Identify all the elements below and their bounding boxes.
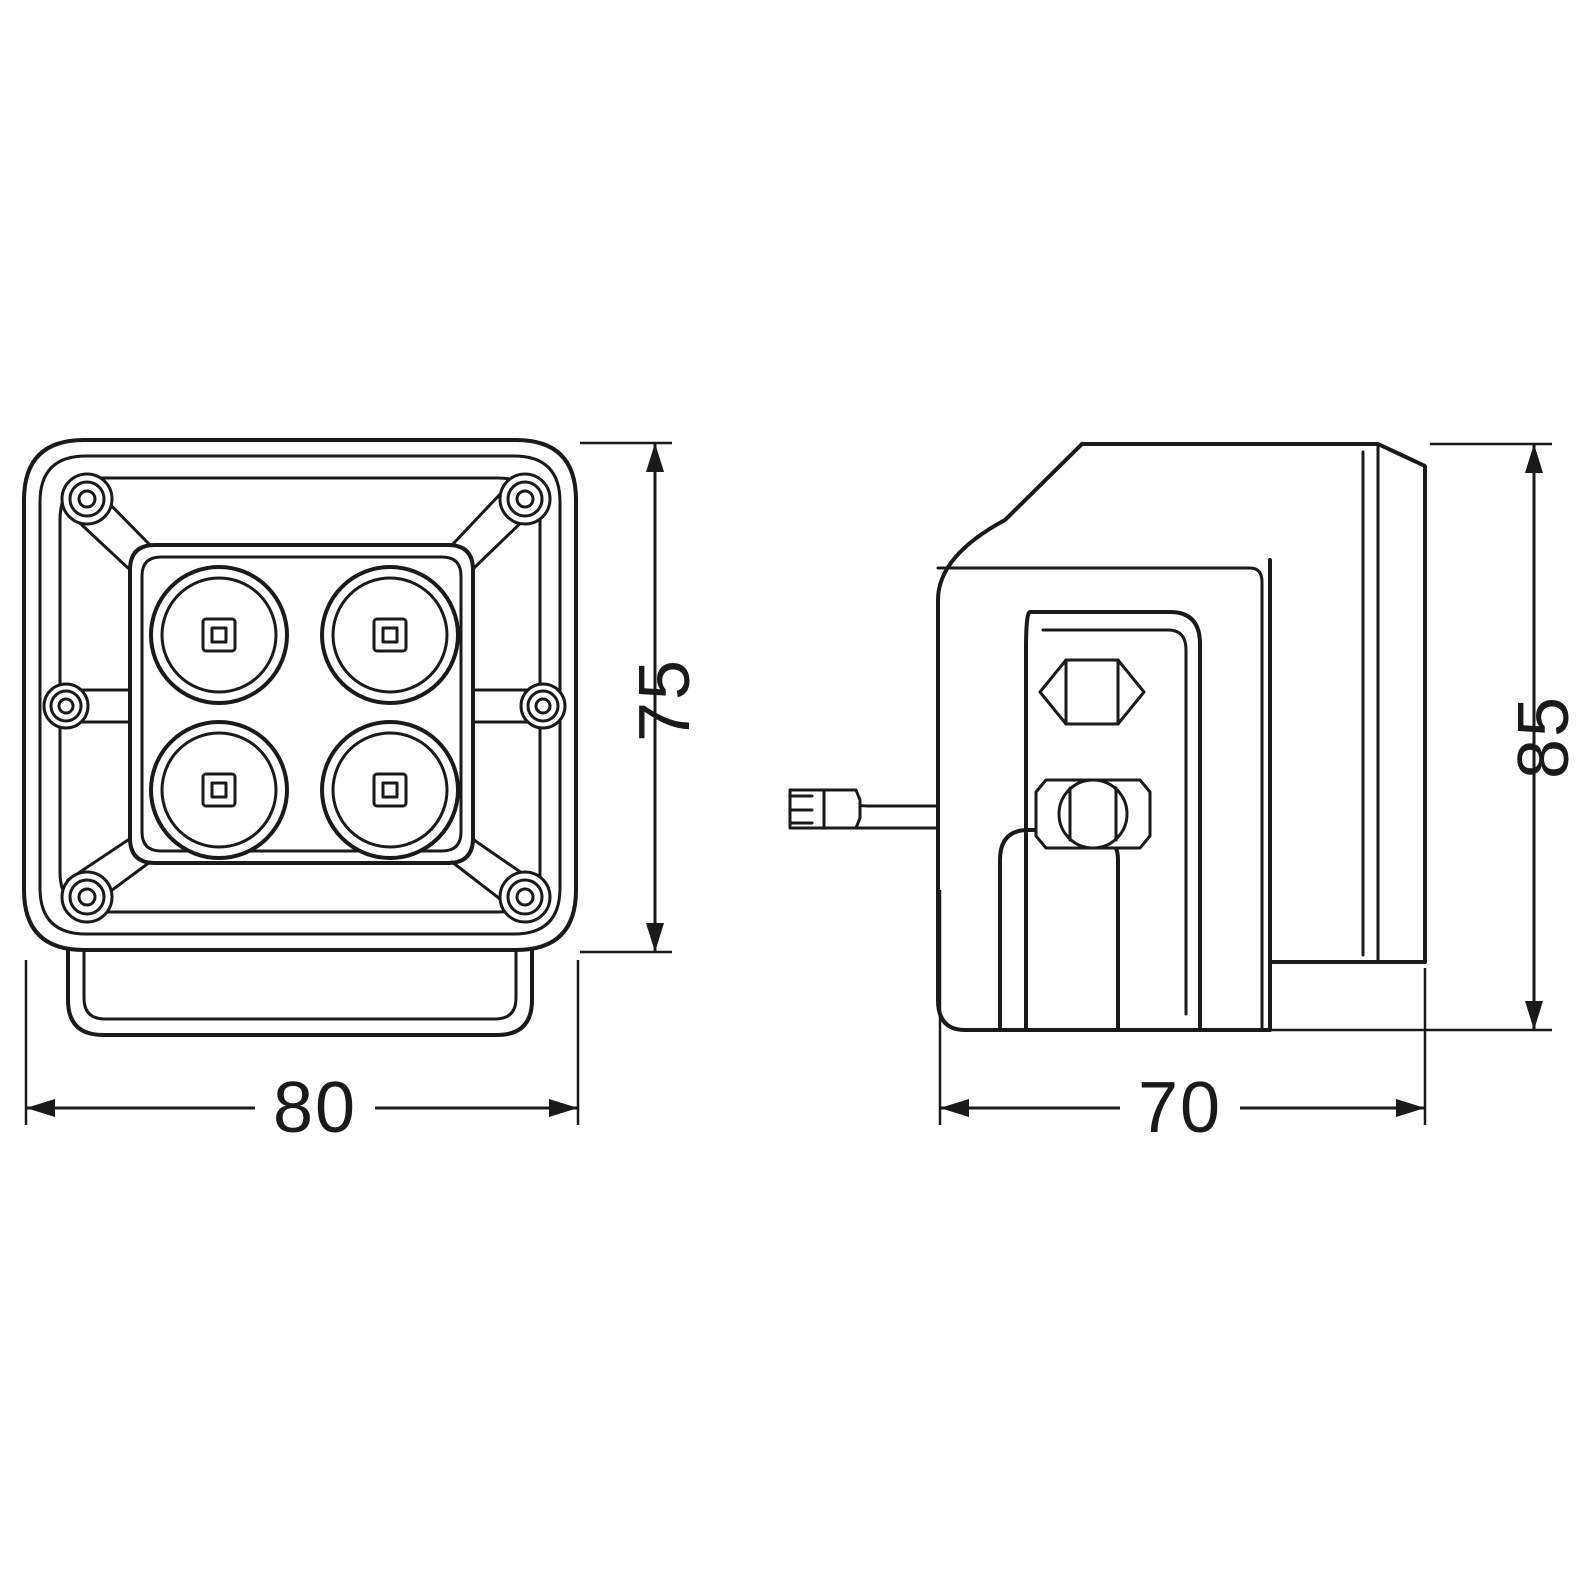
side-view	[788, 442, 1427, 1032]
side-bolt-lower	[1034, 778, 1152, 850]
led-top-left	[149, 565, 289, 705]
led-top-right	[320, 565, 460, 705]
screw-top-right	[498, 472, 552, 526]
screw-bottom-right	[498, 870, 552, 924]
dimension-height-side: 85	[1226, 442, 1578, 1032]
front-housing-inner-edge	[38, 454, 562, 936]
side-housing-body-inner	[936, 566, 1264, 1032]
side-power-cable	[788, 788, 940, 830]
side-hex-bolt-upper	[1038, 658, 1146, 726]
dimension-depth-side: 70	[938, 890, 1427, 1154]
screw-mid-left	[42, 682, 90, 730]
screw-bottom-left	[60, 870, 114, 924]
dimension-height-front: 75	[580, 441, 705, 954]
screw-mid-right	[519, 682, 567, 730]
screw-top-left	[60, 472, 114, 526]
dimension-label-height-front: 75	[625, 658, 705, 742]
dimension-label-height-side: 85	[1504, 695, 1578, 779]
led-bottom-right	[320, 720, 460, 860]
dimension-label-depth-side: 70	[1138, 1068, 1222, 1148]
front-led-array	[149, 565, 460, 860]
front-screws	[42, 472, 567, 924]
dimension-width-front: 80	[24, 960, 580, 1154]
front-view	[22, 438, 578, 1037]
front-bottom-bracket	[66, 903, 534, 1037]
dimension-label-width-front: 80	[273, 1068, 357, 1148]
side-bracket-inner	[1041, 628, 1188, 1016]
front-lens-recess-inner	[140, 555, 463, 853]
led-bottom-left	[149, 720, 289, 860]
front-lens-recess	[128, 543, 475, 865]
side-housing-body	[936, 442, 1272, 1032]
